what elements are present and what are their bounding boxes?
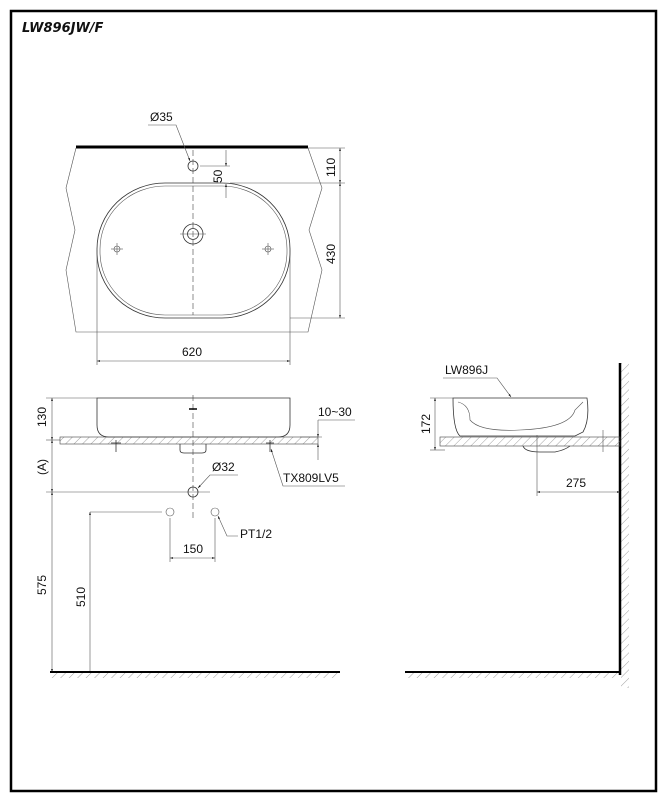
- frame-border: [9, 9, 658, 793]
- top-view: Ø35 50 110 430 620: [65, 110, 345, 365]
- front-view: 130 (A) Ø32 10~30 TX809LV5 150 PT1/2 575…: [35, 395, 355, 678]
- basin-inner: [99, 185, 288, 316]
- floor-hatch: [50, 673, 340, 678]
- mount-hole-right: [262, 243, 274, 255]
- faucet-hole-label: Ø35: [150, 110, 173, 124]
- supply-label: PT1/2: [240, 527, 272, 541]
- wall-hatch: [621, 363, 629, 688]
- dim-supply-spacing: 150: [183, 542, 203, 556]
- basin-front: [96, 397, 291, 438]
- basin-side: [452, 397, 589, 437]
- dim-counter-edge: 110: [324, 158, 338, 177]
- drain-outlet: [187, 486, 199, 498]
- drain-label: Ø32: [212, 460, 235, 474]
- model-label: LW896J: [445, 363, 488, 377]
- dim-575: 575: [35, 575, 49, 595]
- dim-a: (A): [35, 459, 49, 475]
- dim-side-height: 172: [419, 414, 433, 434]
- counter-slab: [59, 436, 319, 445]
- drawing-title: LW896JW/F: [22, 21, 104, 36]
- side-counter-slab: [439, 436, 621, 447]
- countertop-outline: [65, 147, 323, 333]
- dim-faucet-offset: 50: [211, 169, 225, 183]
- basin-outline: [96, 182, 291, 319]
- dim-depth: 430: [324, 244, 338, 264]
- dim-front-height: 130: [35, 407, 49, 427]
- dim-counter-thickness: 10~30: [318, 405, 352, 419]
- mount-hole-left: [111, 243, 123, 255]
- dim-width: 620: [182, 345, 202, 359]
- supply-hole-right: [210, 507, 220, 517]
- dim-510: 510: [74, 587, 88, 607]
- dim-wall-distance: 275: [566, 476, 586, 490]
- faucet-hole: [187, 160, 199, 172]
- supply-hole-left: [165, 507, 175, 517]
- side-view: 172 LW896J 275: [405, 363, 629, 688]
- fitting-label: TX809LV5: [283, 471, 339, 485]
